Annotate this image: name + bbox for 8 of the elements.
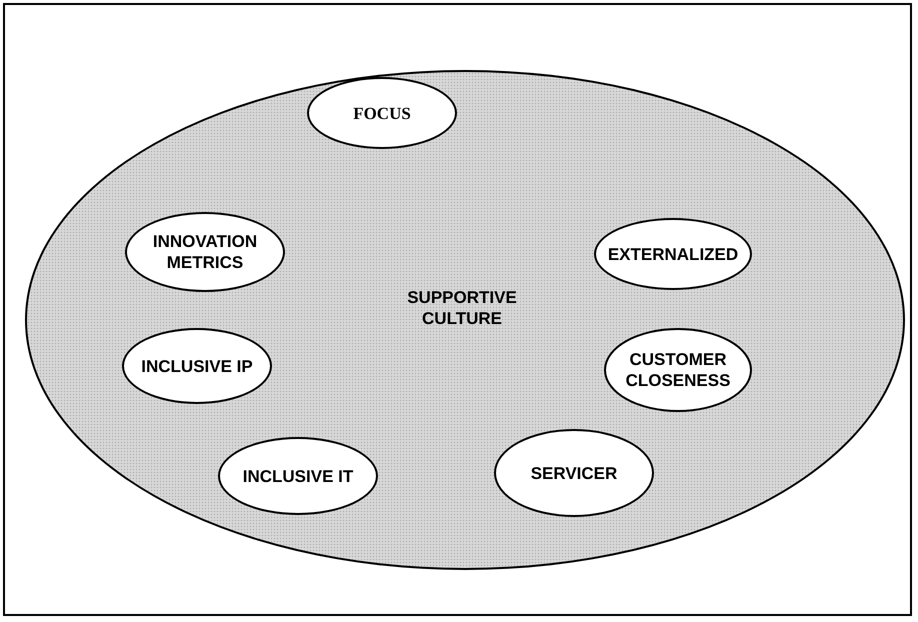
oval-node: CUSTOMER CLOSENESS	[604, 328, 752, 412]
oval-node: INNOVATION METRICS	[125, 212, 285, 292]
oval-node: INCLUSIVE IP	[122, 328, 272, 404]
oval-node: SERVICER	[494, 429, 654, 517]
oval-node: FOCUS	[307, 77, 457, 149]
region-label: SUPPORTIVE CULTURE	[406, 287, 518, 329]
oval-node: EXTERNALIZED	[594, 218, 752, 290]
oval-node: INCLUSIVE IT	[218, 437, 378, 515]
